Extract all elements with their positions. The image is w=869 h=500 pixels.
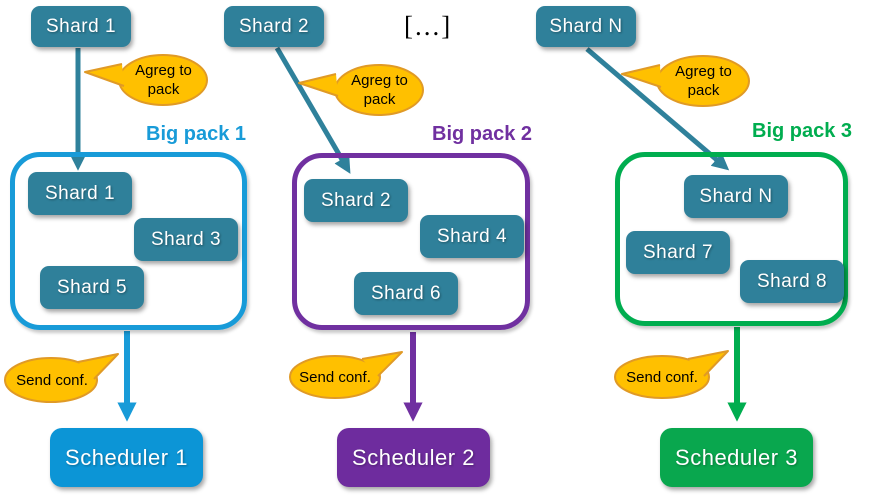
pack3-container — [615, 152, 848, 326]
pack1-shard-5: Shard 5 — [40, 266, 144, 309]
pack1-shard-3: Shard 3 — [134, 218, 238, 261]
scheduler-3: Scheduler 3 — [660, 428, 813, 487]
callout-tail — [77, 353, 119, 380]
callout-tail — [361, 351, 403, 377]
pack3-shard-n: Shard N — [684, 175, 788, 218]
source-shard-2: Shard 2 — [224, 6, 324, 47]
callout-agreg-label: Agreg to pack — [135, 62, 192, 98]
pack2-shard-4: Shard 4 — [420, 215, 524, 258]
callout-agreg-label: Agreg to pack — [351, 72, 408, 108]
arrow-shardN-to-pack3 — [585, 47, 730, 171]
ellipsis-label: [...] — [404, 11, 453, 41]
pack2-shard-2: Shard 2 — [304, 179, 408, 222]
pack1-container — [10, 152, 247, 330]
pack3-label: Big pack 3 — [752, 120, 853, 142]
callout-agreg-2 — [298, 64, 424, 116]
pack1-shard-1: Shard 1 — [28, 172, 132, 215]
scheduler-2: Scheduler 2 — [337, 428, 490, 487]
callout-tail — [621, 64, 662, 88]
callout-tail — [298, 73, 339, 97]
callout-send-1 — [4, 353, 119, 403]
callout-send-label: Send conf. — [16, 372, 88, 389]
scheduler-1: Scheduler 1 — [50, 428, 203, 487]
callout-agreg-1 — [84, 54, 208, 106]
source-shard-n: Shard N — [536, 6, 636, 47]
arrow-shard2-to-pack2 — [274, 46, 351, 174]
callout-tail — [687, 350, 729, 377]
pack1-label: Big pack 1 — [146, 123, 247, 145]
callout-agreg-3 — [621, 55, 750, 107]
callout-send-label: Send conf. — [299, 369, 371, 386]
pack3-shard-8: Shard 8 — [740, 260, 844, 303]
source-shard-1: Shard 1 — [31, 6, 131, 47]
pack2-label: Big pack 2 — [432, 123, 533, 145]
callout-send-label: Send conf. — [626, 369, 698, 386]
callout-agreg-label: Agreg to pack — [675, 63, 732, 99]
callout-tail — [84, 63, 125, 87]
callout-send-3 — [614, 350, 729, 399]
callout-send-2 — [289, 351, 403, 399]
pack2-shard-6: Shard 6 — [354, 272, 458, 315]
pack3-shard-7: Shard 7 — [626, 231, 730, 274]
pack2-container — [292, 153, 530, 330]
